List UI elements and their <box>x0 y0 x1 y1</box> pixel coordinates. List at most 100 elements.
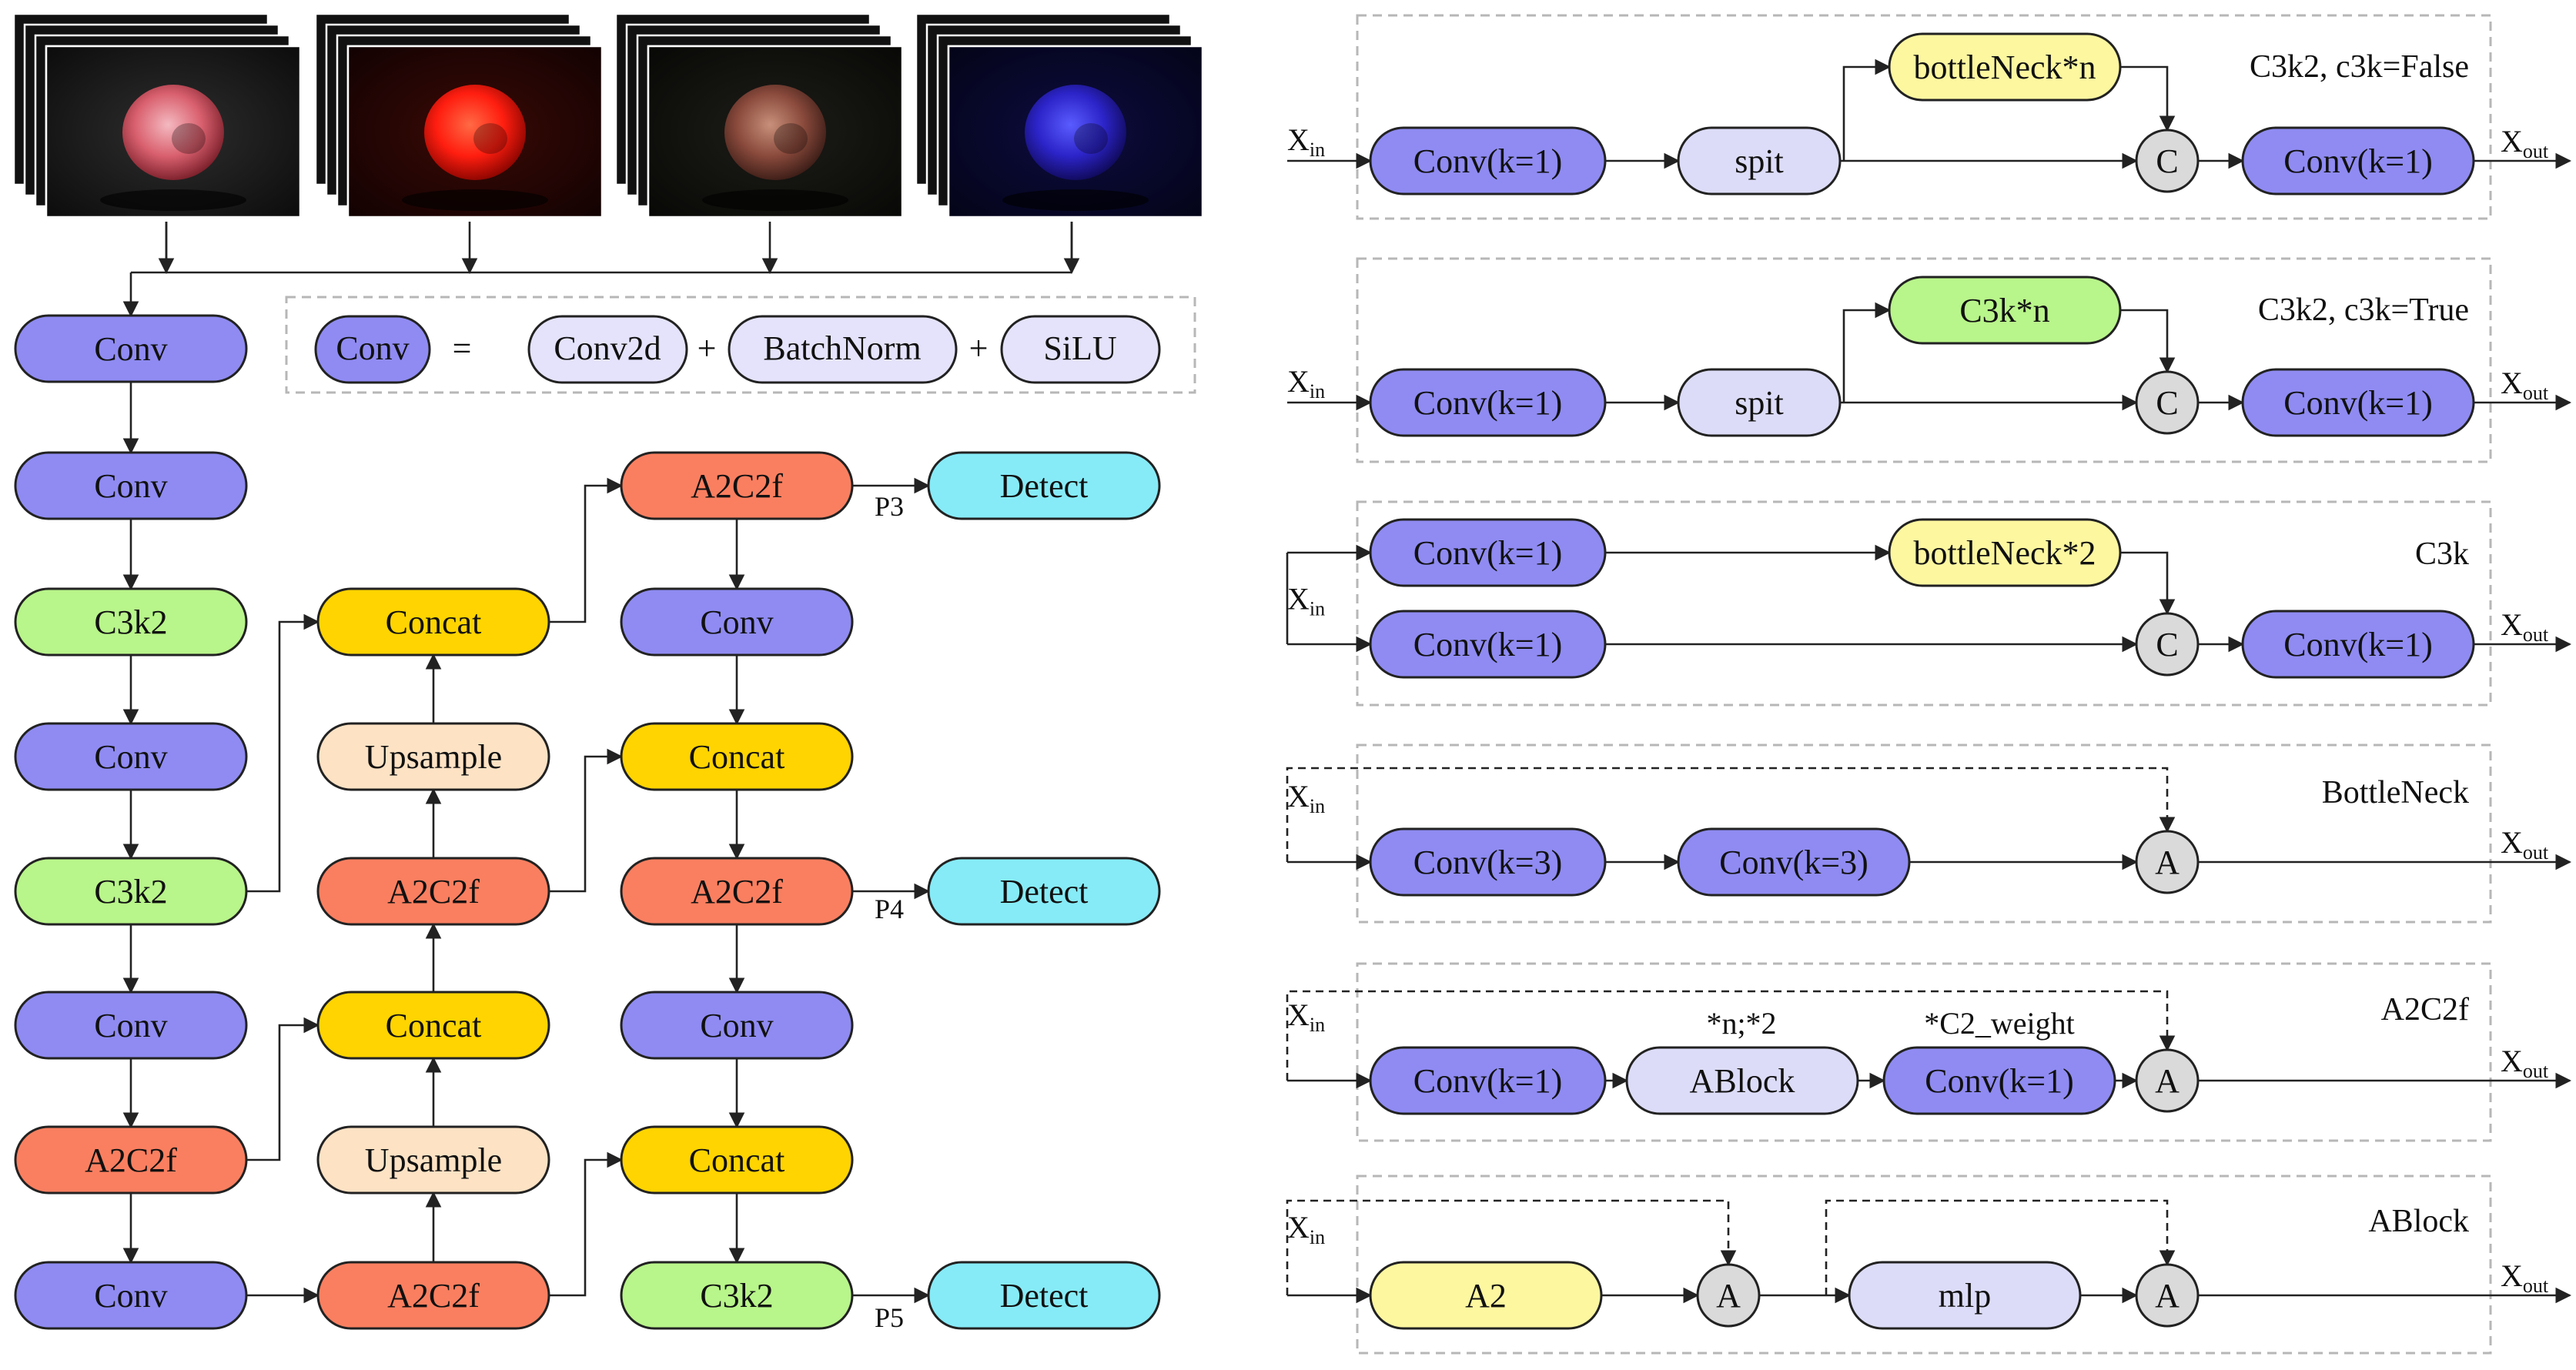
node-shape <box>1888 276 2122 345</box>
legend-equals: = <box>453 329 472 367</box>
input-label: Xin <box>1287 779 1325 817</box>
node-label: Conv <box>94 330 167 368</box>
node-conv-k-1: Conv(k=1) <box>2241 368 2475 437</box>
node-shape <box>620 991 854 1060</box>
node-shape <box>2241 126 2475 195</box>
input-label-main: X <box>1287 1210 1310 1245</box>
node-label: Conv(k=1) <box>1413 1062 1562 1100</box>
legend-plus-2: + <box>969 329 989 367</box>
node-m2-upsample: Upsample <box>316 722 550 791</box>
pedestal <box>100 189 246 211</box>
node-b8-conv: Conv <box>14 1261 248 1330</box>
node-label: Conv(k=1) <box>2283 626 2432 663</box>
circle-label: C <box>2156 384 2178 422</box>
node-label: A2C2f <box>691 467 783 505</box>
concat-circle: C <box>2135 370 2200 435</box>
node-label: ABlock <box>1690 1062 1795 1100</box>
output-label: Xout <box>2501 607 2549 646</box>
node-shape <box>2241 610 2475 679</box>
module-connections <box>1286 990 2572 1089</box>
node-h4-a2c2f: A2C2f <box>620 857 854 926</box>
legend-conv-node <box>314 315 431 384</box>
edge-branch-concat <box>2120 309 2176 374</box>
output-label-main: X <box>2501 825 2523 860</box>
output-label-sub: out <box>2523 1275 2549 1297</box>
pedestal <box>402 189 548 211</box>
output-label: Xout <box>2501 825 2549 864</box>
node-spit: spit <box>1677 126 1842 195</box>
output-label-sub: out <box>2523 1060 2549 1082</box>
node-label: Conv <box>700 1007 773 1044</box>
node-label: bottleNeck*n <box>1913 48 2096 86</box>
output-label-main: X <box>2501 124 2523 159</box>
edge-b7-m4 <box>246 1017 320 1161</box>
node-shape <box>1677 126 1842 195</box>
node-label: Upsample <box>365 738 502 776</box>
node-label: Conv <box>94 738 167 776</box>
node-m4-concat: Concat <box>316 991 550 1060</box>
edge-shortcut <box>1286 990 2176 1081</box>
legend-conv2d-label: Conv2d <box>554 329 661 367</box>
edge-shortcut-1 <box>1286 1199 1737 1295</box>
output-label: Xout <box>2501 1258 2549 1297</box>
apple-calyx <box>473 123 507 154</box>
node-conv-k-1: Conv(k=1) <box>1369 126 1607 195</box>
node-label: Concat <box>689 1141 785 1179</box>
module-frame <box>1356 257 2492 463</box>
add-circle: A <box>2135 1048 2200 1113</box>
node-conv-k-3: Conv(k=3) <box>1369 827 1607 897</box>
node-shape <box>1848 1261 2082 1330</box>
node-shape <box>1369 126 1607 195</box>
module-title: ABlock <box>2368 1204 2469 1239</box>
module-title: A2C2f <box>2381 992 2469 1028</box>
legend-conv2d-node <box>527 315 688 384</box>
green-channel-apple-image <box>614 12 904 219</box>
concat-circle: C <box>2135 129 2200 193</box>
circle-shape <box>2135 370 2200 435</box>
input-label: Xin <box>1287 122 1325 161</box>
output-label-sub: out <box>2523 140 2549 162</box>
input-label-sub: in <box>1310 598 1325 620</box>
node-label: Concat <box>386 603 482 641</box>
conv-legend: Conv = Conv2d + BatchNorm + SiLU <box>285 296 1196 394</box>
node-shape <box>1882 1046 2116 1115</box>
edge-m3-h3 <box>549 748 624 893</box>
node-label: A2C2f <box>387 873 480 911</box>
circle-shape <box>2135 1263 2200 1328</box>
node-shape <box>620 451 854 520</box>
node-label: Detect <box>1000 467 1089 505</box>
module-title: C3k2, c3k=False <box>2250 49 2469 85</box>
node-label: mlp <box>1939 1277 1991 1315</box>
legend-silu-node <box>1000 315 1161 384</box>
output-label-p4: P4 <box>875 894 904 924</box>
output-label-sub: out <box>2523 623 2549 646</box>
edge-input-top <box>1286 553 1370 644</box>
node-shape <box>316 991 550 1060</box>
input-label: Xin <box>1287 1210 1325 1248</box>
node-label: Conv(k=3) <box>1413 844 1562 881</box>
circle-label: A <box>2155 1277 2180 1315</box>
apple-calyx <box>1074 123 1108 154</box>
circle-label: A <box>2155 1062 2180 1100</box>
node-label: C3k*n <box>1959 292 2049 329</box>
node-h2-conv: Conv <box>620 587 854 657</box>
red-channel-apple-image <box>314 12 604 219</box>
node-shape <box>927 451 1161 520</box>
node-label: Conv(k=1) <box>1413 142 1562 180</box>
add-circle: A <box>1696 1263 1761 1328</box>
node-shape <box>316 1261 550 1330</box>
node-shape <box>14 314 248 383</box>
output-label: Xout <box>2501 366 2549 404</box>
circle-shape <box>2135 1048 2200 1113</box>
node-h6-concat: Concat <box>620 1125 854 1195</box>
node-m1-concat: Concat <box>316 587 550 657</box>
node-b5-c3k2: C3k2 <box>14 857 248 926</box>
